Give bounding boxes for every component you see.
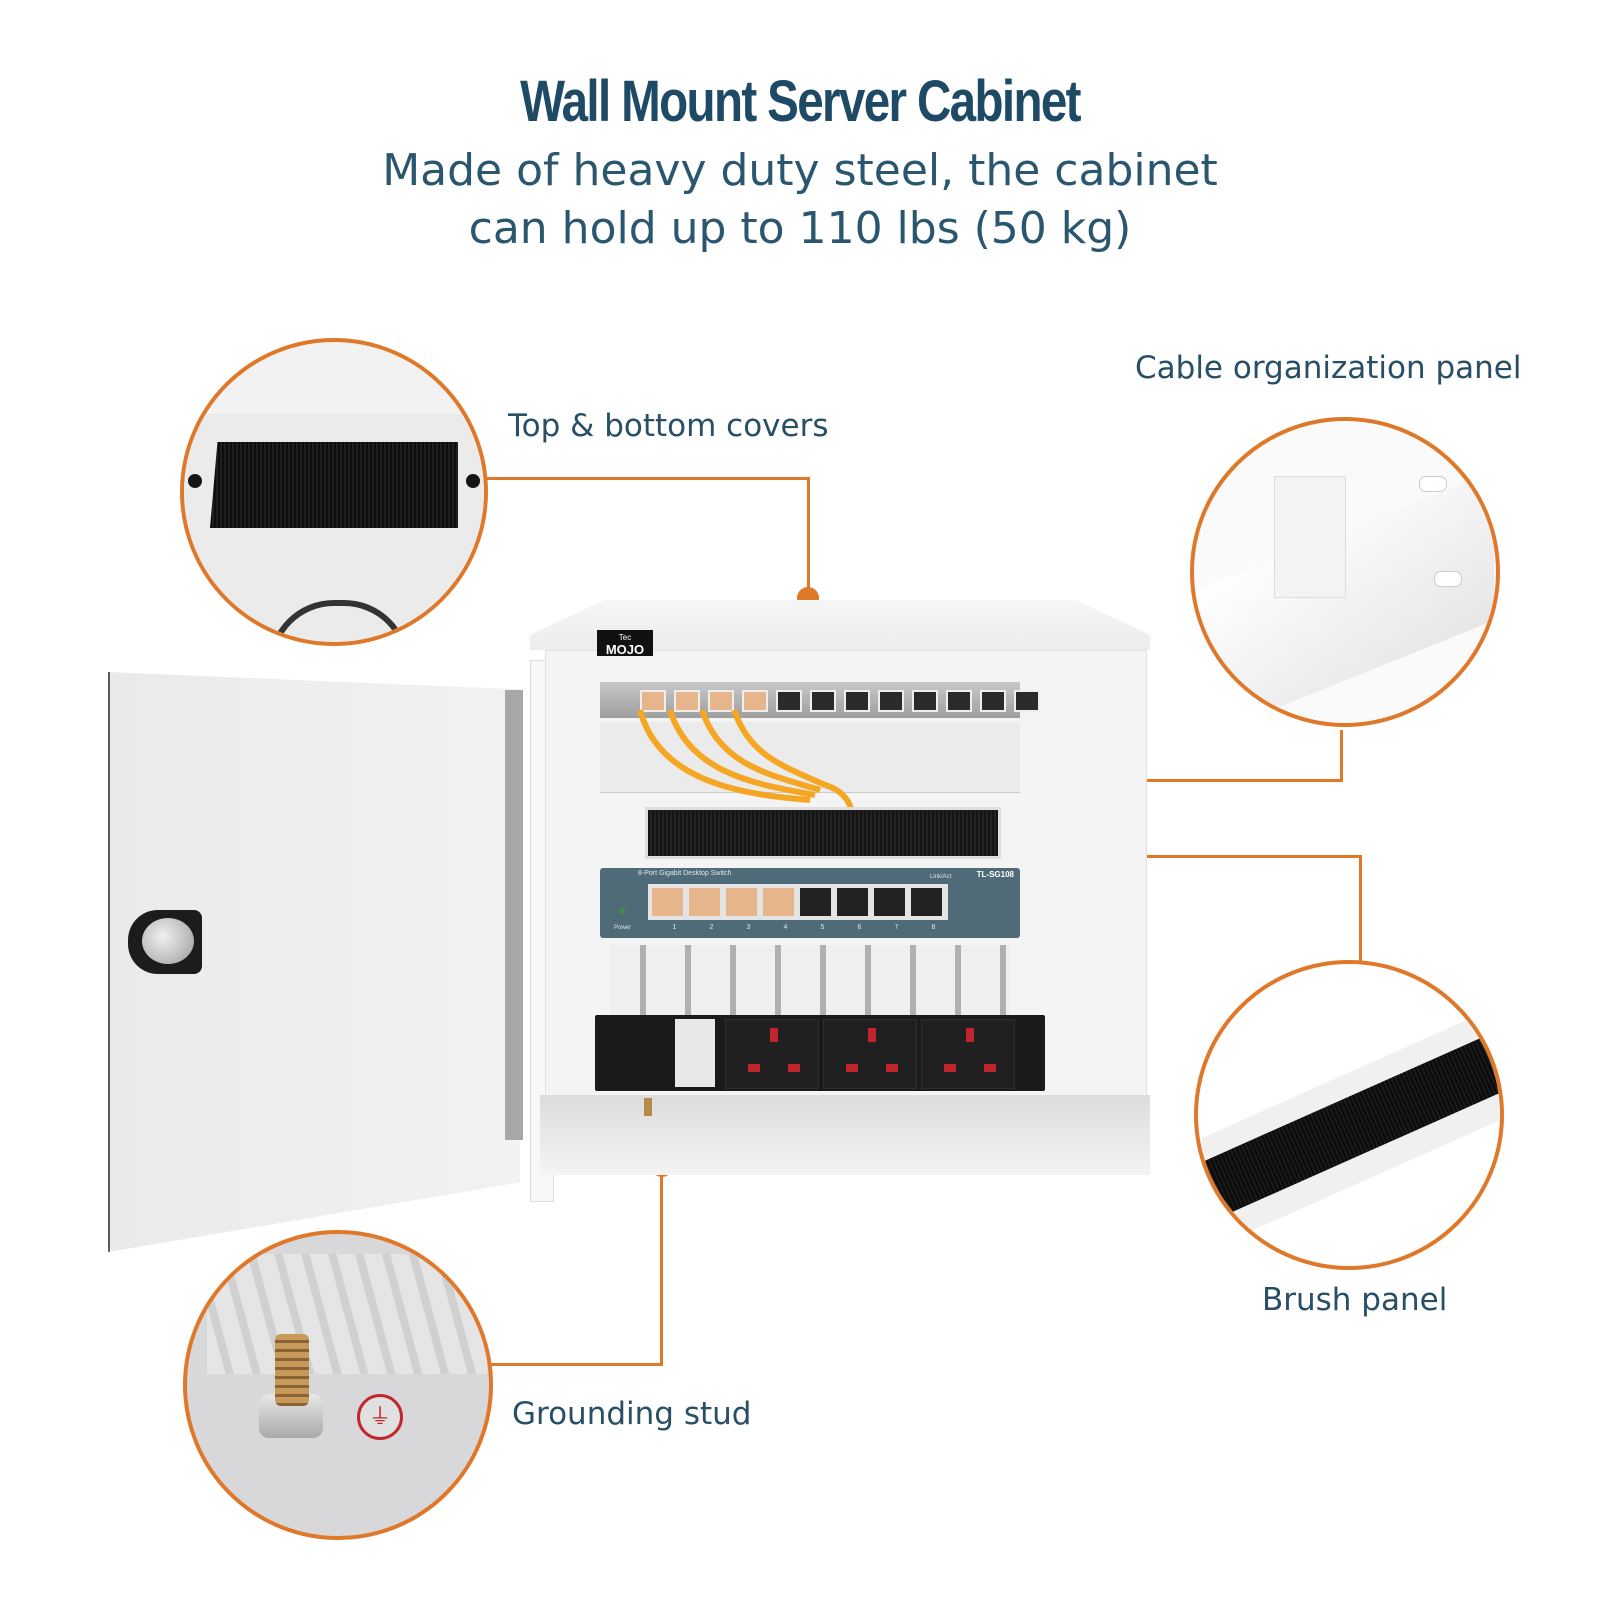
switch-port xyxy=(911,888,942,916)
switch-port-label: 7 xyxy=(894,924,899,931)
grounding-bolt-icon xyxy=(275,1334,309,1406)
label-cable-organization-panel: Cable organization panel xyxy=(1135,350,1522,386)
switch-port xyxy=(652,888,683,916)
ground-symbol-icon: ⏚ xyxy=(357,1394,403,1440)
vented-shelf xyxy=(610,945,1010,1015)
switch-port xyxy=(800,888,831,916)
connector-cable-panel-h xyxy=(962,779,1343,782)
callout-cable-organization-panel xyxy=(1190,417,1500,727)
connector-grounding-v xyxy=(660,1170,663,1366)
page-subtitle: Made of heavy duty steel, the cabinet ca… xyxy=(0,142,1600,258)
callout-grounding-stud: ⏚ xyxy=(183,1230,493,1540)
switch-port-label: 4 xyxy=(783,924,788,931)
brand-text: MOJO xyxy=(605,642,645,657)
switch-port-label: 6 xyxy=(857,924,862,931)
switch-port xyxy=(763,888,794,916)
patch-port xyxy=(776,690,802,712)
label-top-bottom-covers: Top & bottom covers xyxy=(508,408,829,444)
vent-slots-image xyxy=(207,1254,487,1374)
pdu-switch xyxy=(675,1019,715,1087)
pdu-socket xyxy=(921,1019,1015,1089)
cabinet-bottom-cover xyxy=(540,1095,1150,1175)
switch-led-label: Link/Act xyxy=(930,874,952,880)
brush-strip-image xyxy=(1198,992,1500,1251)
subtitle-line-1: Made of heavy duty steel, the cabinet xyxy=(382,145,1218,196)
brand-badge: Tec MOJO xyxy=(597,630,653,656)
mount-hole-icon xyxy=(1434,571,1462,587)
connector-grounding-h xyxy=(490,1363,663,1366)
switch-port-label: 2 xyxy=(709,924,714,931)
switch-title: 8-Port Gigabit Desktop Switch xyxy=(638,870,732,877)
switch-port xyxy=(837,888,868,916)
switch-port xyxy=(726,888,757,916)
cable-hook-image xyxy=(1274,476,1346,598)
switch-port xyxy=(874,888,905,916)
switch-port-label: 8 xyxy=(931,924,936,931)
switch-port-label: 3 xyxy=(746,924,751,931)
switch-port-label: 1 xyxy=(672,924,677,931)
switch-power-label: Power xyxy=(614,925,632,931)
patch-port xyxy=(946,690,972,712)
label-brush-panel: Brush panel xyxy=(1262,1282,1448,1318)
patch-port xyxy=(844,690,870,712)
switch-model: TL-SG108 xyxy=(976,870,1014,879)
patch-port xyxy=(810,690,836,712)
pdu-socket xyxy=(823,1019,917,1089)
grounding-stud-icon xyxy=(644,1098,652,1116)
patch-port xyxy=(640,690,666,712)
brush-grommet-image xyxy=(210,442,458,528)
label-grounding-stud: Grounding stud xyxy=(512,1396,752,1432)
patch-port xyxy=(878,690,904,712)
subtitle-line-2: can hold up to 110 lbs (50 kg) xyxy=(468,203,1132,254)
patch-port xyxy=(708,690,734,712)
mount-hole-icon xyxy=(1419,476,1447,492)
patch-port xyxy=(912,690,938,712)
callout-top-bottom-covers xyxy=(180,338,488,646)
patch-panel xyxy=(600,682,1040,718)
patch-port xyxy=(742,690,768,712)
door-edge xyxy=(505,690,523,1140)
power-distribution-unit xyxy=(595,1015,1045,1091)
power-led-icon xyxy=(619,908,625,914)
callout-brush-panel xyxy=(1194,960,1504,1270)
patch-port xyxy=(1014,690,1040,712)
connector-top-covers-v xyxy=(807,477,810,595)
cabinet-illustration: Tec MOJO 8-Port Gigabit Desktop Switch T… xyxy=(100,600,1180,1252)
screw-icon xyxy=(188,474,202,488)
patch-port xyxy=(980,690,1006,712)
switch-port-label: 5 xyxy=(820,924,825,931)
brush-panel xyxy=(645,807,1001,859)
brand-small-text: Tec xyxy=(618,633,632,642)
connector-brush-panel-h xyxy=(962,855,1362,858)
patch-port xyxy=(674,690,700,712)
network-switch: 8-Port Gigabit Desktop Switch TL-SG108 L… xyxy=(600,868,1020,938)
connector-cable-panel-v xyxy=(1340,730,1343,782)
switch-port xyxy=(689,888,720,916)
connector-top-covers-h xyxy=(486,477,810,480)
pdu-socket xyxy=(725,1019,819,1089)
connector-brush-panel-v xyxy=(1359,855,1362,965)
screw-icon xyxy=(466,474,480,488)
door-lock-icon xyxy=(128,910,202,974)
page-title: Wall Mount Server Cabinet xyxy=(520,69,1081,134)
